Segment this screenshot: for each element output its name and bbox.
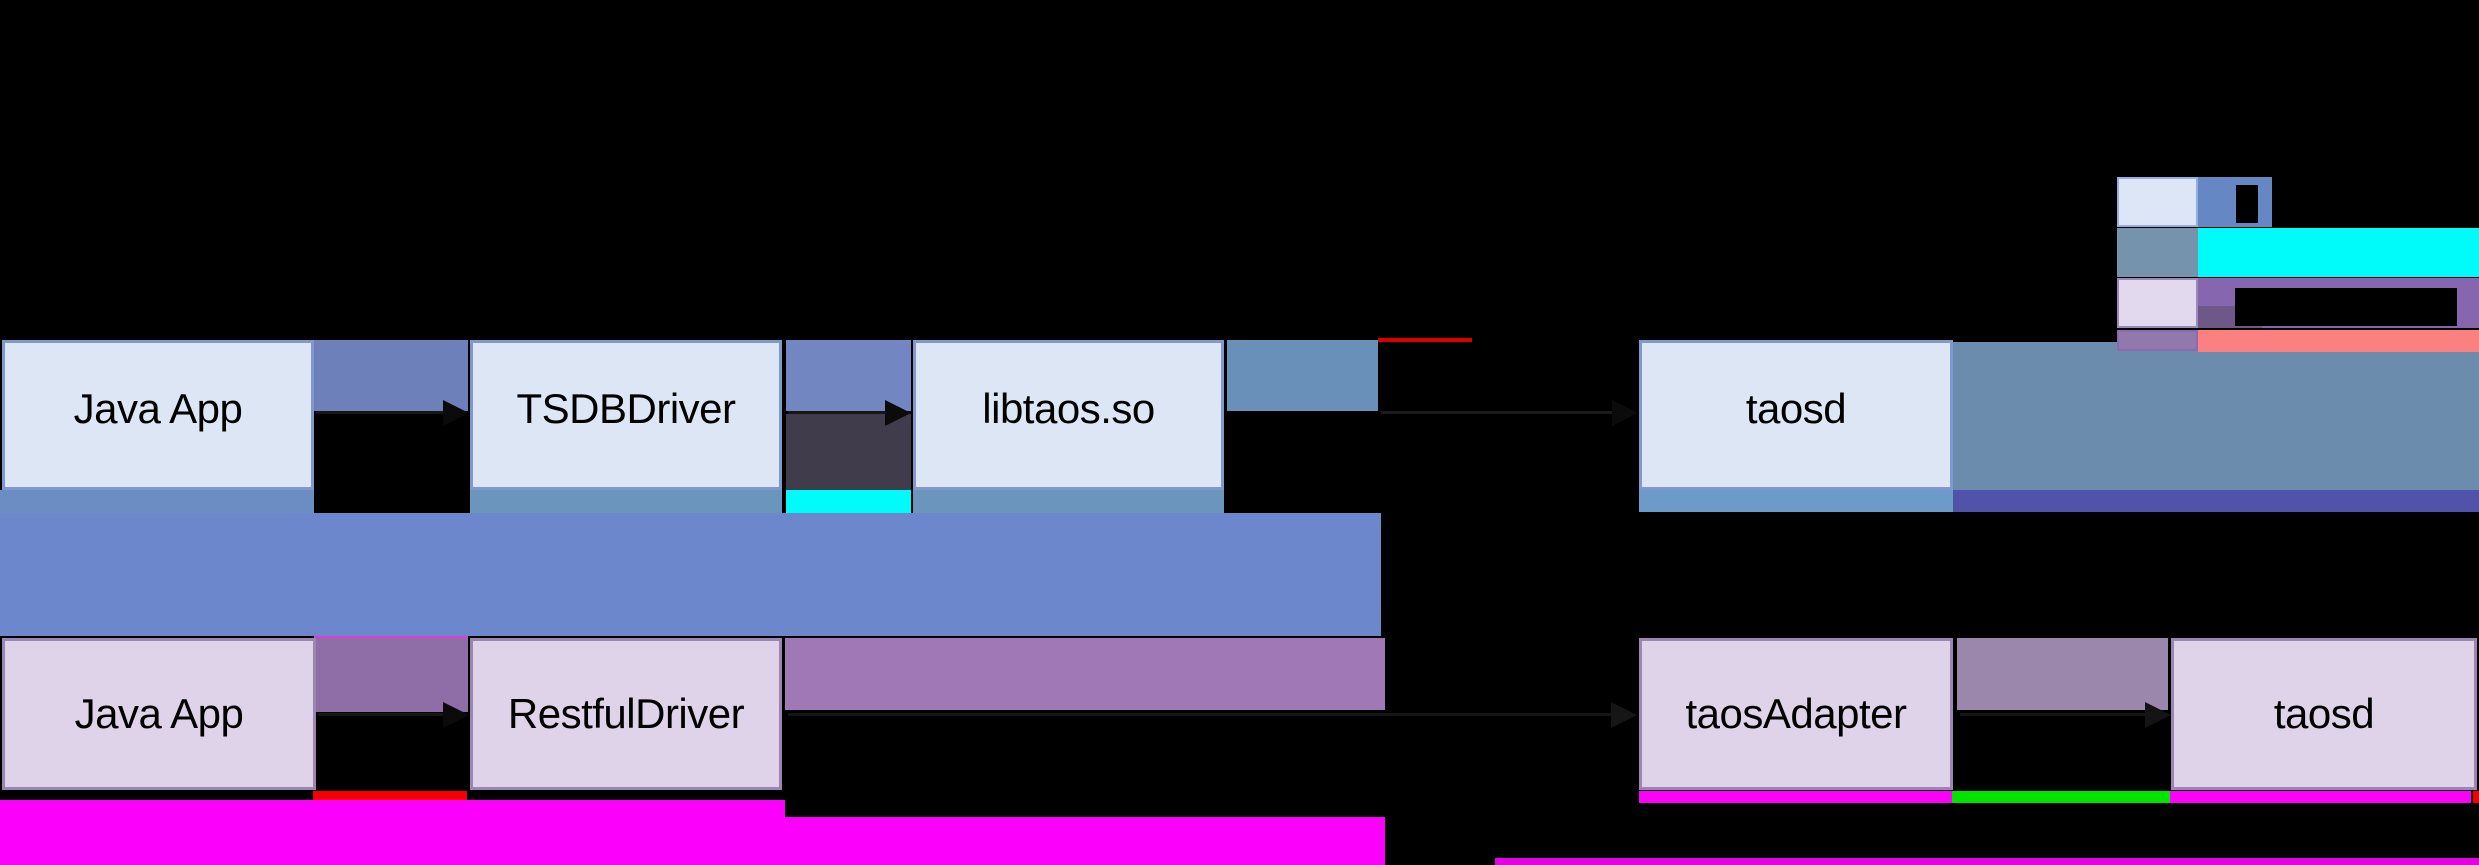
magenta-band-notch [785, 800, 1385, 817]
strip-under-javaapp-jni [0, 490, 314, 513]
highlight-band-indigo [1953, 490, 2479, 512]
legend-swatch-steel-blue [2117, 228, 2198, 277]
box-taosadapter-label: taosAdapter [1685, 690, 1908, 737]
gap-highlight-tsdbdriver-libtaos [786, 340, 911, 411]
strip-magenta-under-taosd [2170, 791, 2471, 803]
strip-red-under-gap [313, 791, 467, 802]
gap-highlight-javaapp-tsdbdriver [314, 340, 468, 411]
highlight-band-under-taosd [1639, 490, 1953, 512]
box-taosd-restful-label: taosd [2273, 690, 2375, 737]
gap-shade-dark [786, 414, 911, 490]
legend-swatch-lavender-box [2117, 278, 2198, 328]
box-java-app-jni-label: Java App [73, 385, 243, 432]
box-libtaos-label: libtaos.so [982, 385, 1155, 432]
red-annotation-line [1378, 338, 1472, 342]
arrow-tsdbdriver-to-libtaos [788, 411, 886, 414]
strip-magenta-under-taosadapter [1639, 791, 1952, 803]
strip-cyan-highlight [786, 490, 911, 513]
gap-highlight-after-libtaos [1227, 340, 1378, 411]
box-java-app-restful-label: Java App [74, 690, 244, 737]
arrow-taosadapter-to-taosd [1960, 713, 2146, 716]
box-tsdbdriver: TSDBDriver [470, 340, 782, 490]
box-taosd-jni: taosd [1639, 340, 1953, 490]
arrow-libtaos-to-taosd [1381, 411, 1613, 414]
box-libtaos: libtaos.so [913, 340, 1224, 490]
box-java-app-jni: Java App [2, 340, 314, 490]
pink-artifact-line [314, 636, 468, 639]
legend-label-silhouette-1 [2236, 185, 2258, 223]
box-tsdbdriver-label: TSDBDriver [516, 385, 736, 432]
legend-swatch-light-blue-box [2117, 177, 2198, 227]
arrowhead-libtaos-to-taosd [1612, 400, 1638, 426]
arrow-restfuldriver-to-taosadapter [788, 713, 1612, 716]
legend-swatch-mauve [2117, 330, 2198, 351]
arrow-javaapp-to-tsdbdriver [316, 411, 444, 414]
arrowhead-restfuldriver-to-taosadapter [1611, 702, 1637, 728]
box-taosadapter: taosAdapter [1639, 638, 1953, 790]
box-restfuldriver-label: RestfulDriver [507, 690, 745, 737]
box-taosd-jni-label: taosd [1745, 385, 1847, 432]
legend-highlight-cornflower [2198, 177, 2272, 227]
box-taosd-restful: taosd [2171, 638, 2477, 790]
legend-highlight-salmon [2198, 330, 2479, 352]
legend-highlight-cyan [2198, 228, 2479, 277]
strip-red-sliver-right [2473, 791, 2479, 803]
strip-green-under-gap [1952, 791, 2170, 803]
box-java-app-restful: Java App [2, 638, 316, 790]
arrow-javaapp-to-restfuldriver [318, 713, 446, 716]
highlight-band-steel-right-of-taosd [1953, 342, 2479, 490]
gap-highlight-taosadapter-taosd [1957, 638, 2168, 710]
highlight-band-purple [785, 638, 1385, 710]
strip-under-libtaos [913, 490, 1224, 513]
strip-under-tsdbdriver [470, 490, 782, 513]
legend-label-silhouette-2 [2235, 288, 2457, 326]
gap-highlight-javaapp-restfuldriver [316, 638, 468, 712]
highlight-band-cornflower-big [0, 513, 1381, 636]
box-restfuldriver: RestfulDriver [470, 638, 782, 790]
bottom-magenta-line [1495, 858, 2479, 865]
